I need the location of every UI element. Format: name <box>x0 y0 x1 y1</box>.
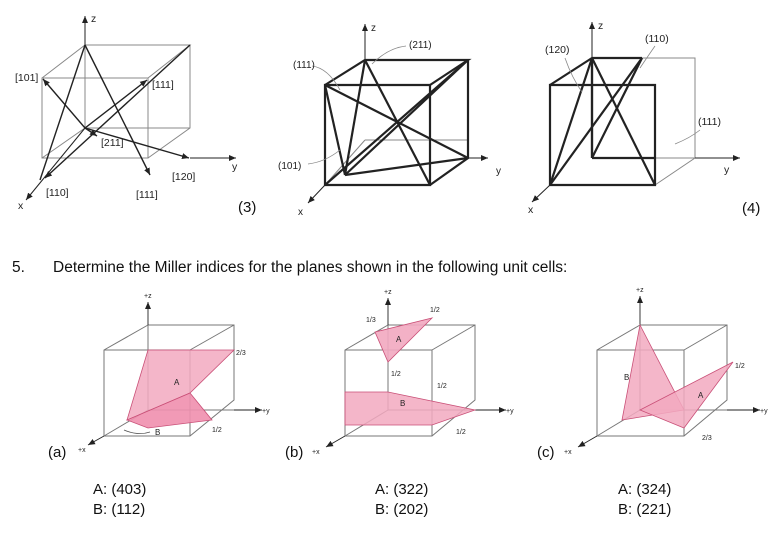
answer-prefix: B: <box>375 501 394 518</box>
fraction-label: 2/3 <box>702 435 712 442</box>
figure-number-4: (4) <box>742 200 760 217</box>
answer-block-a: A: (403) B: (112) <box>93 480 146 520</box>
fraction-label: 1/2 <box>456 429 466 436</box>
plane-cell-figure-3: z y x (120) (110) (111) <box>528 20 740 216</box>
answer-prefix: B: <box>618 501 637 518</box>
miller-index: (403) <box>111 481 147 498</box>
question-prompt: Determine the Miller indices for the pla… <box>53 259 568 276</box>
axis-y-label: y <box>724 164 730 176</box>
axis-z-label: +z <box>636 287 644 294</box>
unit-cell-b: +z +y +x A B 1/3 1/2 1/2 1/2 1/2 (b) <box>285 289 514 461</box>
axis-x-label: +x <box>78 447 86 454</box>
axis-y-label: +y <box>506 408 514 415</box>
question-number: 5. <box>12 259 25 276</box>
answer-prefix: B: <box>93 501 112 518</box>
plane-label: B <box>400 399 405 408</box>
axis-x-label: x <box>18 200 24 212</box>
fraction-label: 2/3 <box>236 350 246 357</box>
cell-tag: (a) <box>48 444 66 461</box>
plane-label: B <box>624 373 629 382</box>
axis-x-label: +x <box>564 449 572 456</box>
answer-line: A: (403) <box>93 480 146 500</box>
direction-label: [111] <box>152 79 174 91</box>
axis-z-label: z <box>91 13 96 25</box>
axis-z-label: +z <box>384 289 392 296</box>
axis-z-label: +z <box>144 293 152 300</box>
fraction-label: 1/2 <box>430 307 440 314</box>
axis-z-label: z <box>598 20 603 32</box>
direction-label: [111] <box>136 189 158 201</box>
direction-cell-figure: z y x [101] [111] [211] [120] [110] [111… <box>15 13 238 212</box>
axis-x-label: x <box>528 204 534 216</box>
plane-label: (110) <box>645 33 669 45</box>
answer-line: B: (221) <box>618 500 671 520</box>
plane-cell-figure-2: z y x (111) (211) (101) <box>278 23 501 218</box>
fraction-label: 1/2 <box>391 371 401 378</box>
answer-prefix: A: <box>375 481 394 498</box>
answer-line: B: (202) <box>375 500 428 520</box>
plane-label: B <box>155 428 160 437</box>
miller-index: (324) <box>636 481 672 498</box>
figure-number-3: (3) <box>238 199 256 216</box>
miller-index: (112) <box>111 501 146 518</box>
axis-z-label: z <box>371 23 376 34</box>
miller-index: (322) <box>393 481 429 498</box>
fraction-label: 1/2 <box>437 383 447 390</box>
direction-label: [110] <box>46 187 69 199</box>
fraction-label: 1/3 <box>366 317 376 324</box>
unit-cell-c: +z +y +x B A 1/2 2/3 (c) <box>537 287 768 461</box>
axis-y-label: y <box>232 161 238 173</box>
axis-y-label: +y <box>760 408 768 415</box>
direction-label: [120] <box>172 171 195 183</box>
axis-x-label: +x <box>312 449 320 456</box>
plane-label: (211) <box>409 40 432 51</box>
plane-label: (111) <box>698 116 721 128</box>
miller-index: (221) <box>636 501 672 518</box>
fraction-label: 1/2 <box>212 427 222 434</box>
unit-cell-a: +z +y +x A B 2/3 1/2 (a) <box>48 293 270 461</box>
direction-label: [101] <box>15 72 38 84</box>
plane-label: (120) <box>545 44 570 56</box>
plane-label: A <box>396 335 402 344</box>
answer-line: B: (112) <box>93 500 146 520</box>
direction-label: [211] <box>101 137 124 149</box>
answer-line: A: (324) <box>618 480 671 500</box>
answer-block-c: A: (324) B: (221) <box>618 480 671 520</box>
plane-label: A <box>174 378 180 387</box>
axis-y-label: +y <box>262 408 270 415</box>
plane-label: (111) <box>293 60 315 71</box>
cell-tag: (c) <box>537 444 555 461</box>
axis-x-label: x <box>298 207 303 218</box>
plane-label: A <box>698 391 704 400</box>
plane-label: (101) <box>278 161 301 172</box>
answer-line: A: (322) <box>375 480 428 500</box>
axis-y-label: y <box>496 166 501 177</box>
answer-prefix: A: <box>618 481 637 498</box>
answer-prefix: A: <box>93 481 112 498</box>
fraction-label: 1/2 <box>735 363 745 370</box>
cell-tag: (b) <box>285 444 303 461</box>
miller-index: (202) <box>393 501 429 518</box>
answer-block-b: A: (322) B: (202) <box>375 480 428 520</box>
